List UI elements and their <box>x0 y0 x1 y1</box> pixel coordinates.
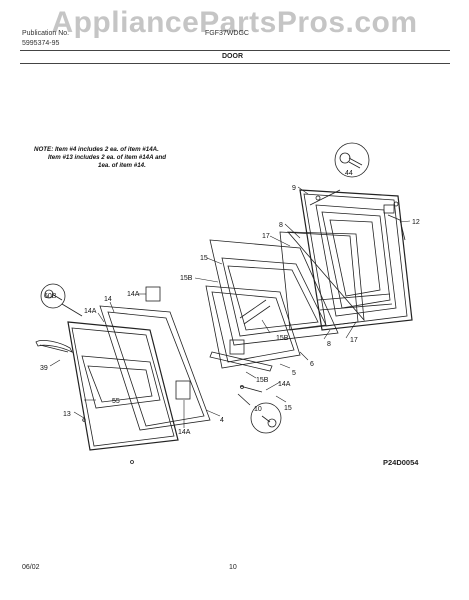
door-handle <box>35 340 73 353</box>
footer-date: 06/02 <box>22 564 40 571</box>
middle-glass <box>205 285 301 369</box>
label-14a-top: 14A <box>127 291 140 298</box>
screw-10-icon <box>237 393 282 434</box>
door-liner <box>299 189 413 331</box>
part-labels: 44 9 12 8 17 15 15B 15B 8 17 6 5 15B 14A… <box>40 170 420 436</box>
screw-60b-icon <box>40 283 83 317</box>
label-4: 4 <box>220 417 224 424</box>
label-8a: 8 <box>279 222 283 229</box>
label-12: 12 <box>412 219 420 226</box>
label-8b: 8 <box>327 341 331 348</box>
label-5: 5 <box>292 370 296 377</box>
label-15b-3: 15B <box>256 377 269 384</box>
screw-44-icon <box>309 142 370 206</box>
label-17b: 17 <box>350 337 358 344</box>
label-15b: 15B <box>180 275 193 282</box>
label-14a-right: 14A <box>278 381 291 388</box>
label-13: 13 <box>63 411 71 418</box>
watermark: AppliancePartsPros.com <box>51 6 418 39</box>
note-line-3: 1ea. of item #14. <box>98 162 146 169</box>
note-line-2: Item #13 includes 2 ea. of item #14A and <box>48 154 167 161</box>
footer-page-number: 10 <box>229 564 237 571</box>
label-15b-2: 15B <box>276 335 289 342</box>
label-6: 6 <box>310 361 314 368</box>
label-60b: 60B <box>44 293 57 300</box>
label-55: 55 <box>112 398 120 405</box>
label-39: 39 <box>40 365 48 372</box>
header-rule <box>20 50 450 51</box>
insulation-14a <box>145 286 191 400</box>
outer-glass-14 <box>99 305 211 431</box>
trim-bar <box>209 351 273 393</box>
door-insulation <box>279 231 365 331</box>
section-title: DOOR <box>222 53 243 60</box>
note-line-1: NOTE: Item #4 includes 2 ea. of item #14… <box>34 146 159 153</box>
label-14: 14 <box>104 296 112 303</box>
label-15-right: 15 <box>284 405 292 412</box>
publication-label: Publication No. <box>22 30 70 37</box>
label-17a: 17 <box>262 233 270 240</box>
label-10: 10 <box>254 406 262 413</box>
label-44: 44 <box>345 170 353 177</box>
front-door-panel <box>67 321 179 464</box>
label-14a-left: 14A <box>84 308 97 315</box>
label-15: 15 <box>200 255 208 262</box>
title-rule <box>20 63 450 64</box>
inner-glass-frame <box>209 239 339 346</box>
label-9: 9 <box>292 185 296 192</box>
drawing-code: P24D0054 <box>383 458 419 467</box>
leader-lines <box>49 186 411 428</box>
label-14a-bottom: 14A <box>178 429 191 436</box>
model-number: FGF37WDGC <box>205 30 249 37</box>
publication-number: 5995374-95 <box>22 40 60 47</box>
